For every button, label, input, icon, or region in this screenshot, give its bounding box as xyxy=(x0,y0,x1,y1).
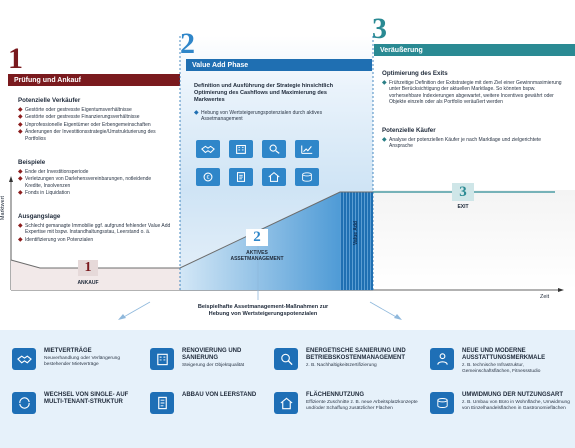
value-add-label: Value Add xyxy=(353,221,359,245)
measure-title: UMWIDMUNG DER NUTZUNGSART xyxy=(462,392,563,398)
list-item: ◆Analyse der potenziellen Käufer je nach… xyxy=(382,137,542,150)
cycle-icon xyxy=(12,392,36,414)
measure-sub: Effiziente Zuschnitte z. B. neue Arbeits… xyxy=(306,400,418,411)
document-icon xyxy=(150,392,174,414)
person-icon xyxy=(430,348,454,370)
phase1-title: Prüfung und Ankauf xyxy=(14,77,82,84)
list-item: ◆Hebung von Wertsteigerungspotenzialen d… xyxy=(194,110,323,123)
phase2-title: Value Add Phase xyxy=(192,62,249,69)
measure-title: ENERGETISCHE SANIERUNG UND BETRIEBSKOSTE… xyxy=(306,348,406,361)
marker-2: 2 xyxy=(246,229,268,246)
list-item: ◆Ende der Investitionsperiode xyxy=(18,169,89,175)
measure-title: ABBAU VON LEERSTAND xyxy=(182,392,257,398)
value-add-area xyxy=(340,192,373,290)
phase2-bullets: ◆Hebung von Wertsteigerungspotenzialen d… xyxy=(194,110,344,124)
measure-title: WECHSEL VON SINGLE- AUF MULTI-TENANT-STR… xyxy=(44,392,129,405)
x-axis-arrow xyxy=(558,288,564,292)
measure-title: RENOVIERUNG UND SANIERUNG xyxy=(182,348,242,361)
measure-sub: Neuverhandlung oder Verlängerung bestehe… xyxy=(44,356,121,367)
chart-icon xyxy=(295,140,319,158)
x-axis-label: Zeit xyxy=(540,294,550,300)
measure-sub: z. B. technische Infrastruktur, Gemeinsc… xyxy=(462,363,541,374)
phase3-number: 3 xyxy=(372,12,387,45)
wrench-house-icon xyxy=(262,168,286,186)
exit-heading: Optimierung des Exits xyxy=(382,70,448,77)
list-item: ◆Unprofessionelle Eigentümer oder Erbeng… xyxy=(18,121,151,128)
coins-icon xyxy=(295,168,319,186)
document-icon xyxy=(229,168,253,186)
measure-sub: z. B. Umbau von Büro in Wohnfläche, Umwi… xyxy=(462,400,570,411)
phase1-number: 1 xyxy=(8,42,23,75)
arrow-left xyxy=(121,301,151,319)
phase3-title: Veräußerung xyxy=(380,47,423,54)
coins-icon xyxy=(430,392,454,414)
list-item: ◆Frühzeitige Definition der Exitstrategi… xyxy=(382,80,562,106)
handshake-icon xyxy=(12,348,36,370)
examples-list: ◆Ende der Investitionsperiode ◆Verletzun… xyxy=(18,169,168,198)
exit-label: EXIT xyxy=(457,204,469,210)
start-list: ◆Schlecht gemanagte Immobilie ggf. aufgr… xyxy=(18,223,173,244)
ankauf-label: ANKAUF xyxy=(77,280,99,286)
svg-text:€: € xyxy=(207,175,210,181)
money-cycle-icon: € xyxy=(196,168,220,186)
measure-title: NEUE UND MODERNE AUSSTATTUNGSMERKMALE xyxy=(462,348,546,361)
arrow-right xyxy=(369,301,399,319)
buyers-list: ◆Analyse der potenziellen Käufer je nach… xyxy=(382,137,562,151)
building-icon xyxy=(229,140,253,158)
search-person-icon xyxy=(274,348,298,370)
list-item: ◆Verletzungen von Darlehensvereinbarunge… xyxy=(18,176,152,189)
measure-sub: z. B. Nachhaltigkeitszertifizierung xyxy=(306,363,377,368)
examples-heading: Beispiele xyxy=(18,159,46,166)
list-item: ◆Identifizierung von Potenzialen xyxy=(18,236,94,243)
search-person-icon xyxy=(262,140,286,158)
wrench-house-icon xyxy=(274,392,298,414)
buyers-heading: Potenzielle Käufer xyxy=(382,127,436,134)
list-item: ◆Gestörte oder gestresste Eigentumsverhä… xyxy=(18,107,132,113)
phase3-header: Veräußerung xyxy=(374,44,575,56)
y-axis-label: Marktwert xyxy=(0,195,7,221)
list-item: ◆Fonds in Liquidation xyxy=(18,190,70,197)
exit-list: ◆Frühzeitige Definition der Exitstrategi… xyxy=(382,80,568,107)
phase2-lead: Definition und Ausführung der Strategie … xyxy=(194,83,334,103)
phase2-header: Value Add Phase xyxy=(186,59,372,71)
list-item: ◆Änderungen der Investitionsstrategie/Um… xyxy=(18,129,156,142)
sellers-list: ◆Gestörte oder gestresste Eigentumsverhä… xyxy=(18,107,168,143)
y-axis-arrow xyxy=(9,176,13,182)
measure-title: FLÄCHENNUTZUNG xyxy=(306,392,364,398)
phase1-header: Prüfung und Ankauf xyxy=(8,74,180,86)
sellers-heading: Potenzielle Verkäufer xyxy=(18,97,81,104)
marker-3: 3 xyxy=(452,183,474,201)
marker-1: 1 xyxy=(78,260,98,276)
phase3-background xyxy=(373,190,575,290)
measure-sub: Steigerung der Objektqualität xyxy=(182,363,245,368)
handshake-icon xyxy=(196,140,220,158)
start-heading: Ausgangslage xyxy=(18,213,61,220)
aktives-label: AKTIVES ASSETMANAGEMENT xyxy=(230,250,284,262)
measure-title: MIETVERTRÄGE xyxy=(44,348,92,354)
measures-heading: Beispielhafte Assetmanagement-Maßnahmen … xyxy=(197,304,329,317)
phase2-number: 2 xyxy=(180,27,195,60)
list-item: ◆Gestörte oder gestresste Finanzierungsv… xyxy=(18,114,140,121)
list-item: ◆Schlecht gemanagte Immobilie ggf. aufgr… xyxy=(18,223,171,236)
building-icon xyxy=(150,348,174,370)
